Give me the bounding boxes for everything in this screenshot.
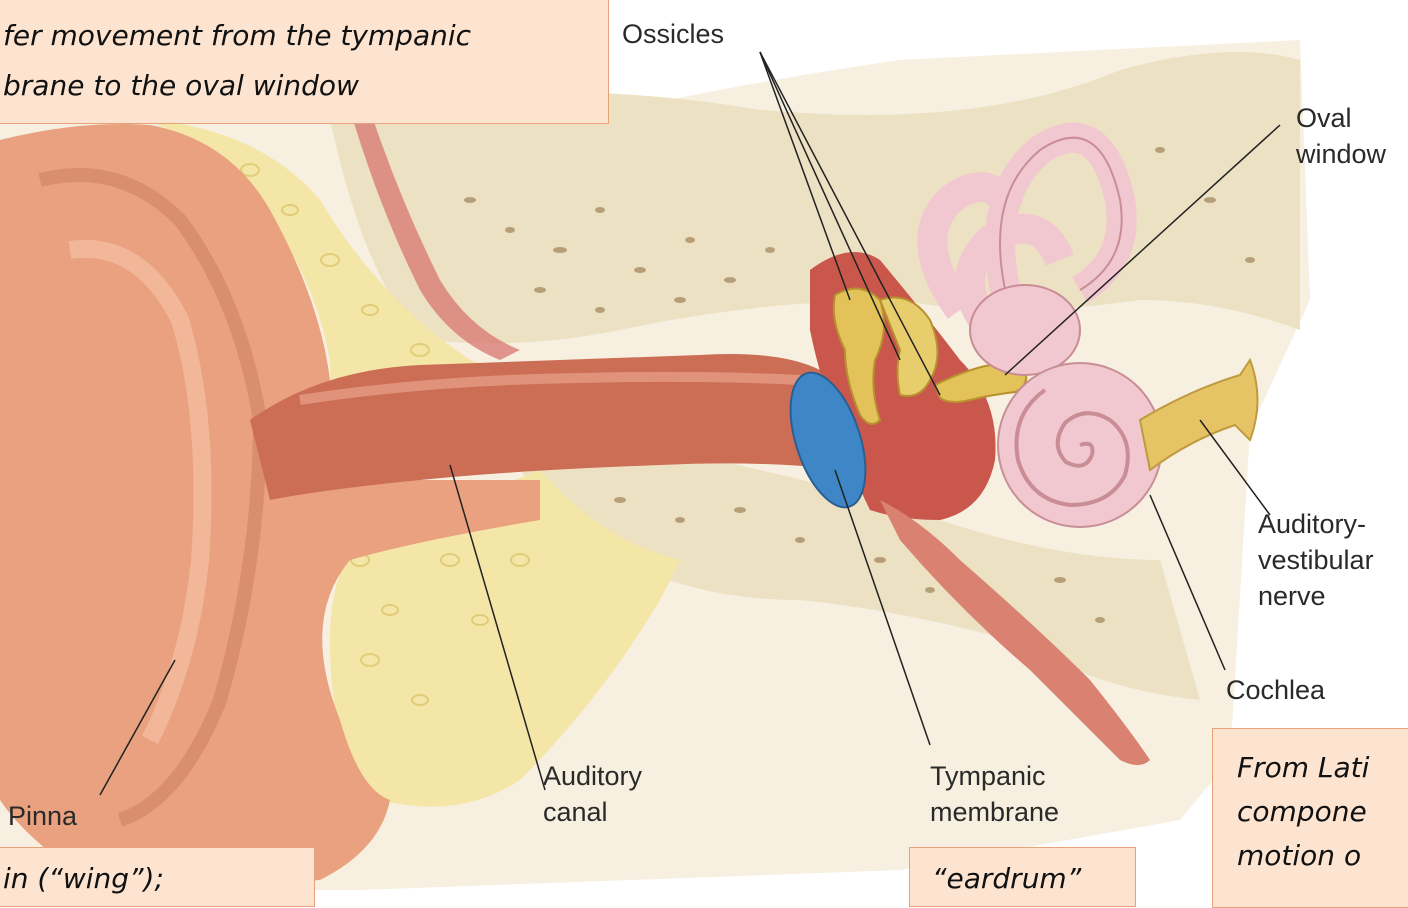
- callout-cochlea-note-line2: compone: [1237, 793, 1367, 831]
- label-cochlea: Cochlea: [1226, 672, 1325, 708]
- callout-pinna-note-text: in (“wing”);: [3, 860, 164, 898]
- callout-ossicles-note-line1: fer movement from the tympanic: [3, 17, 471, 55]
- label-pinna: Pinna: [8, 798, 77, 834]
- callout-cochlea-note: From Lati compone motion o: [1212, 728, 1408, 908]
- label-ossicles: Ossicles: [622, 16, 724, 52]
- label-auditory-canal: Auditory canal: [543, 758, 642, 830]
- callout-eardrum-note: “eardrum”: [909, 847, 1136, 907]
- callout-eardrum-note-text: “eardrum”: [932, 860, 1081, 898]
- label-tympanic-membrane: Tympanic membrane: [930, 758, 1059, 830]
- vestibule: [970, 285, 1080, 375]
- label-auditory-vestibular-nerve: Auditory- vestibular nerve: [1258, 506, 1374, 614]
- callout-ossicles-note-line2: brane to the oval window: [3, 67, 359, 105]
- callout-ossicles-note: fer movement from the tympanic brane to …: [0, 0, 609, 124]
- label-oval-window: Oval window: [1296, 100, 1386, 172]
- callout-cochlea-note-line3: motion o: [1237, 837, 1361, 875]
- callout-cochlea-note-line1: From Lati: [1237, 749, 1369, 787]
- callout-pinna-note: in (“wing”);: [0, 847, 315, 907]
